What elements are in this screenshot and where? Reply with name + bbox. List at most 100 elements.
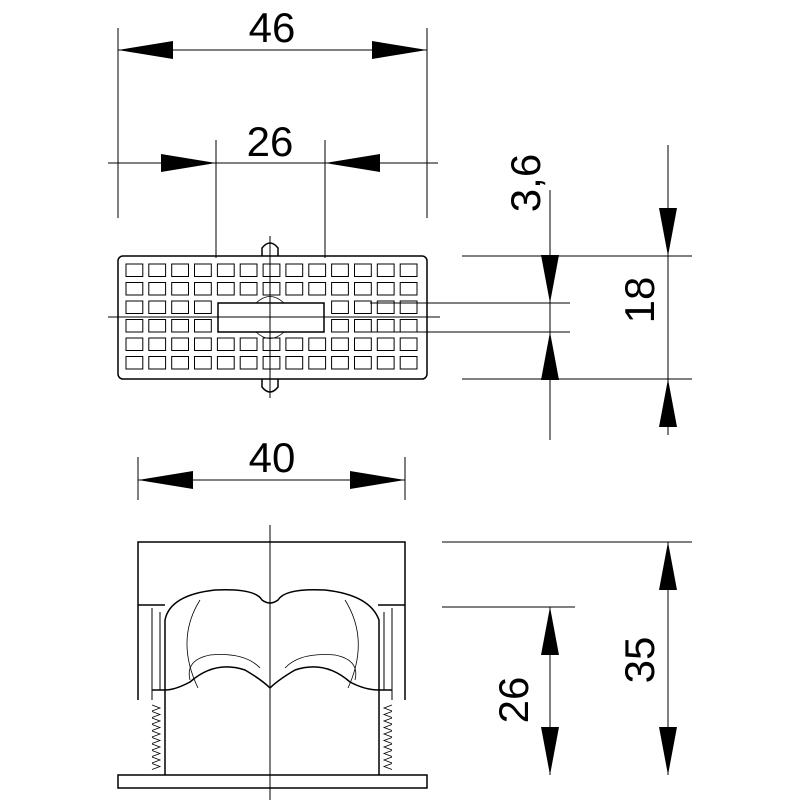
grid-cell [354,300,372,314]
grid-cell [308,263,327,277]
grid-cell [285,282,304,296]
tooth [382,704,393,712]
grid-cell [148,337,167,351]
grid-cell [285,356,304,370]
grid-cell [262,263,281,277]
grid-cell [216,356,235,370]
grid-cell [308,337,327,351]
tooth [151,730,162,738]
tooth [382,737,393,744]
tooth [151,750,162,757]
dimension-3-6-label: 3,6 [502,154,549,212]
grid-cell [148,319,167,333]
grid-cell [171,282,189,296]
grid-cell [308,356,327,370]
dimension-46: 46 [117,4,428,218]
grid-cells [125,263,418,370]
side-teeth [151,704,393,770]
tooth [151,704,162,712]
grid-cell [194,356,212,370]
dimension-40: 40 [137,434,406,500]
grid-cell [331,263,349,277]
clip-body [117,525,428,800]
grid-cell [376,337,395,351]
grid-cell [399,319,418,333]
dimension-26-top: 26 [108,118,438,258]
grid-cell [125,337,144,351]
tooth [151,743,162,751]
tooth [151,724,162,731]
tooth [151,756,162,764]
tooth [151,737,162,744]
dimension-26-bottom: 26 [442,606,575,775]
grid-cell [399,300,418,314]
grid-cell [239,337,258,351]
tooth [151,763,162,770]
tooth [382,717,393,725]
dimension-35-label: 35 [616,637,663,684]
grid-cell [171,263,189,277]
tooth [382,730,393,738]
grid-cell [148,282,167,296]
grid-cell [399,282,418,296]
tooth [151,717,162,725]
grid-cell [148,356,167,370]
dimension-40-label: 40 [249,434,296,481]
grid-cell [399,263,418,277]
grid-cell [331,282,349,296]
grid-cell [354,337,372,351]
grid-cell [171,300,189,314]
grid-cell [194,337,212,351]
dimension-26-bottom-label: 26 [490,677,537,724]
tooth [382,756,393,764]
tooth [151,711,162,718]
grid-cell [125,282,144,296]
grid-cell [239,263,258,277]
tooth [382,750,393,757]
grid-cell [399,356,418,370]
grid-cell [354,263,372,277]
grid-cell [216,263,235,277]
grid-cell [171,337,189,351]
grid-cell [125,356,144,370]
grid-cell [262,356,281,370]
grid-cell [376,319,395,333]
grid-cell [216,337,235,351]
grid-cell [171,356,189,370]
grid-cell [194,282,212,296]
grid-cell [331,356,349,370]
dimension-18-label: 18 [616,277,663,324]
grid-cell [171,319,189,333]
grid-cell [262,337,281,351]
tooth [382,763,393,770]
grid-cell [285,337,304,351]
dimension-18: 18 [462,145,692,435]
grid-cell [308,282,327,296]
tooth [382,724,393,731]
grid-cell [216,282,235,296]
grid-cell [125,300,144,314]
grid-cell [239,282,258,296]
grid-cell [399,337,418,351]
front-view: 40 [117,434,692,800]
grid-cell [354,319,372,333]
grid-cell [376,300,395,314]
dimension-26-top-label: 26 [247,118,294,165]
grid-cell [148,300,167,314]
top-view: 46 26 [108,4,692,440]
grid-plate [108,236,570,398]
grid-cell [376,356,395,370]
grid-cell [285,263,304,277]
dimension-46-label: 46 [249,4,296,51]
dimension-3-6: 3,6 [502,154,559,440]
grid-cell [194,263,212,277]
grid-cell [331,319,349,333]
grid-cell [354,356,372,370]
grid-cell [239,356,258,370]
grid-cell [125,263,144,277]
grid-cell [331,337,349,351]
dimension-35: 35 [442,541,692,775]
grid-cell [148,263,167,277]
grid-cell [262,282,281,296]
